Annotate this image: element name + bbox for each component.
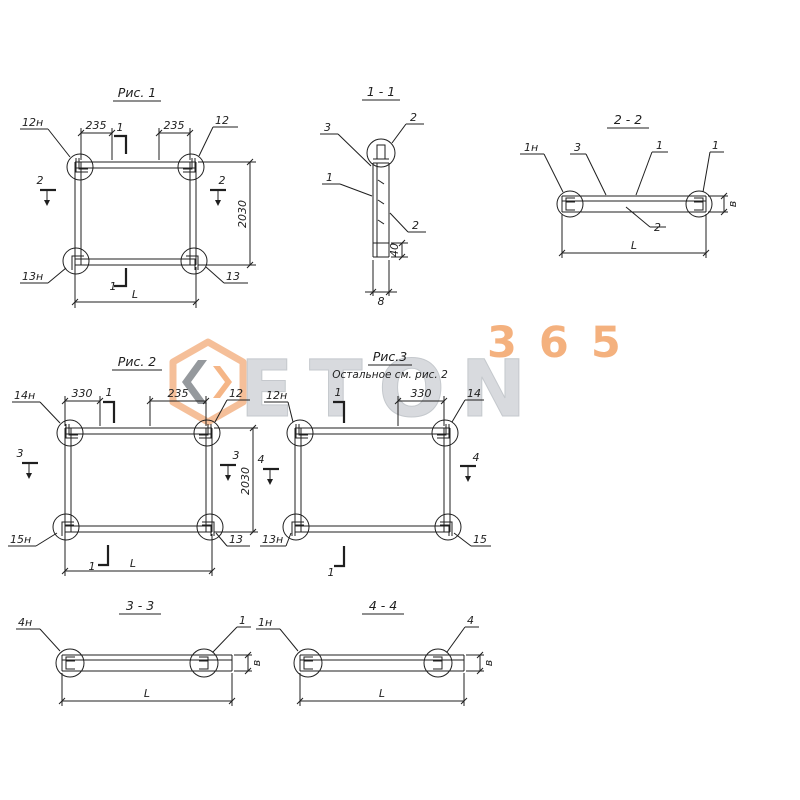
figure-1-title: Рис. 1: [118, 85, 156, 100]
callout-12n: 12н: [266, 389, 287, 402]
end-detail-circle: [55, 648, 85, 678]
corner-detail-circle: [434, 513, 462, 541]
figure-2: Рис. 2 14н 12 15н 13 330 235 1: [8, 354, 258, 576]
callout-1: 1: [239, 614, 246, 627]
callout-3: 3: [574, 141, 581, 154]
section-3-3-title: 3 - 3: [126, 598, 154, 613]
callout-4: 4: [467, 614, 474, 627]
callout-14n: 14н: [14, 389, 35, 402]
figure-3: Рис.3 Остальное см. рис. 2 12н 14 13н 15…: [258, 349, 491, 579]
section-2-2-title: 2 - 2: [614, 112, 642, 127]
cut-mark-2-right: 2: [219, 174, 226, 187]
corner-detail-circle: [52, 513, 80, 541]
callout-13n: 13н: [22, 270, 43, 283]
end-detail-circle: [423, 648, 453, 678]
dim-L: L: [132, 288, 138, 301]
dim-L: L: [144, 687, 150, 700]
callout-13n: 13н: [262, 533, 283, 546]
callout-14: 14: [467, 387, 481, 400]
callout-12: 12: [215, 114, 229, 127]
top-detail-circle: [366, 138, 396, 168]
dim-b: в: [482, 660, 495, 666]
cut-mark-1-top: 1: [106, 386, 113, 399]
corner-detail-circle: [177, 153, 205, 181]
dim-8: 8: [378, 295, 385, 308]
section-4-4: 4 - 4 1н 4 L в: [256, 598, 495, 706]
end-detail-circle: [189, 648, 219, 678]
callout-12n: 12н: [22, 116, 43, 129]
callout-3: 3: [324, 121, 331, 134]
section-1-1: 1 - 1 2 3 1 2 40 8: [320, 84, 426, 308]
callout-2-top: 2: [410, 111, 417, 124]
callout-1-end: 1: [712, 139, 719, 152]
cut-mark-4-left: 4: [258, 453, 265, 466]
figure-3-subtitle: Остальное см. рис. 2: [332, 369, 448, 381]
dim-330: 330: [72, 387, 93, 400]
dim-b: в: [726, 201, 739, 207]
corner-detail-circle: [286, 419, 314, 447]
callout-15: 15: [473, 533, 487, 546]
corner-detail-circle: [56, 419, 84, 447]
callout-1: 1: [326, 171, 333, 184]
end-detail-circle: [293, 648, 323, 678]
dim-235: 235: [168, 387, 189, 400]
callout-4n: 4н: [18, 616, 32, 629]
cut-mark-2-left: 2: [37, 174, 44, 187]
callout-13: 13: [226, 270, 240, 283]
dim-40: 40: [388, 243, 401, 257]
corner-detail-circle: [62, 247, 90, 275]
dim-2030: 2030: [239, 467, 252, 495]
dim-235-left: 235: [86, 119, 107, 132]
end-detail-circle: [685, 190, 713, 218]
dim-330: 330: [411, 387, 432, 400]
section-4-4-title: 4 - 4: [369, 598, 397, 613]
cut-mark-1-top: 1: [335, 386, 342, 399]
section-1-1-title: 1 - 1: [367, 84, 395, 99]
corner-detail-circle: [196, 513, 224, 541]
callout-2-bottom: 2: [412, 219, 419, 232]
cut-mark-1-bottom: 1: [328, 566, 335, 579]
dim-235-right: 235: [164, 119, 185, 132]
dim-L: L: [379, 687, 385, 700]
cut-mark-1-bottom: 1: [110, 280, 117, 293]
callout-1-mid: 1: [656, 139, 663, 152]
cut-mark-4-right: 4: [473, 451, 480, 464]
figure-3-title: Рис.3: [373, 349, 408, 364]
callout-1n: 1н: [524, 141, 538, 154]
corner-detail-circle: [193, 419, 221, 447]
watermark-brand: ETON: [240, 345, 542, 435]
end-detail-circle: [556, 190, 584, 218]
callout-13: 13: [229, 533, 243, 546]
dim-L: L: [631, 239, 637, 252]
dim-2030: 2030: [236, 200, 249, 228]
callout-12: 12: [229, 387, 243, 400]
figure-1: Рис. 1 12н 12 13н 13 235 235: [20, 85, 256, 308]
callout-1n: 1н: [258, 616, 272, 629]
corner-detail-circle: [282, 513, 310, 541]
section-2-2: 2 - 2 1н 3 1 1 2 L в: [520, 112, 739, 258]
cut-mark-1-bottom: 1: [89, 560, 96, 573]
corner-detail-circle: [431, 419, 459, 447]
watermark: 365 ETON: [169, 318, 643, 436]
section-3-3: 3 - 3 4н 1 L в: [16, 598, 263, 706]
corner-detail-circle: [180, 247, 208, 275]
watermark-digits: 365: [487, 318, 643, 368]
cut-mark-3-right: 3: [233, 449, 240, 462]
corner-detail-circle: [66, 153, 94, 181]
callout-15n: 15н: [10, 533, 31, 546]
figure-2-title: Рис. 2: [118, 354, 156, 369]
cut-mark-3-left: 3: [17, 447, 24, 460]
cut-mark-1-top: 1: [117, 121, 124, 134]
dim-L: L: [130, 557, 136, 570]
dim-b: в: [250, 660, 263, 666]
watermark-hexagon-logo: [169, 338, 247, 426]
